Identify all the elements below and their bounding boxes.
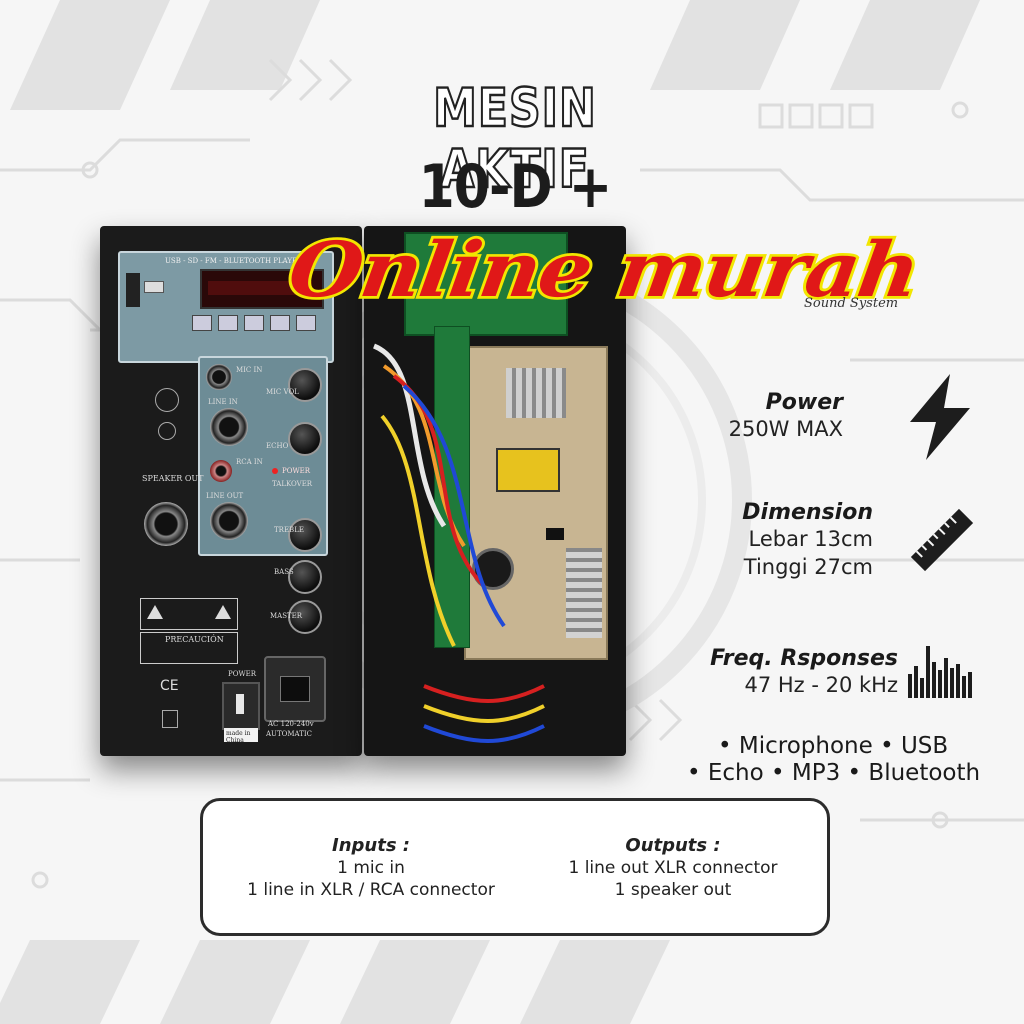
features-line2: • Echo • MP3 • Bluetooth xyxy=(687,760,981,786)
outputs-line1: 1 line out XLR connector xyxy=(568,858,778,878)
mp3-player-module: USB - SD - FM - BLUETOOTH PLAYER xyxy=(118,251,334,363)
next-button[interactable] xyxy=(296,315,316,331)
ruler-icon xyxy=(910,508,974,572)
sd-slot[interactable] xyxy=(126,273,140,307)
freq-spec: Freq. Rsponses 47 Hz - 20 kHz xyxy=(680,646,898,699)
amplifier-internal-board xyxy=(364,226,626,756)
warning-triangle-icon xyxy=(147,605,163,619)
treble-label: TREBLE xyxy=(274,526,304,534)
heatsink xyxy=(506,368,566,418)
inputs-line2: 1 line in XLR / RCA connector xyxy=(247,880,495,900)
speaker-out-jack[interactable] xyxy=(144,502,188,546)
rca-in-jack[interactable] xyxy=(210,460,232,482)
ic-chip xyxy=(546,528,564,540)
master-knob[interactable] xyxy=(288,600,322,634)
ce-mark: CE xyxy=(160,678,179,694)
power-led-label: POWER xyxy=(282,467,311,475)
power-switch-label: POWER xyxy=(228,670,257,678)
echo-icon xyxy=(158,422,176,440)
treble-knob[interactable] xyxy=(288,518,322,552)
outputs-column: Outputs : 1 line out XLR connector 1 spe… xyxy=(533,835,813,901)
talkover-label: TALKOVER xyxy=(272,480,313,488)
power-led xyxy=(272,468,278,474)
prev-button[interactable] xyxy=(218,315,238,331)
made-in-text: made in China xyxy=(226,730,251,744)
precaucion-label-box: PRECAUCIÓN xyxy=(140,632,238,664)
rca-in-label: RCA IN xyxy=(236,458,263,466)
dimension-heading: Dimension xyxy=(742,500,873,525)
microphone-icon xyxy=(155,388,179,412)
mic-in-jack[interactable] xyxy=(206,364,232,390)
amplifier-back-panel: USB - SD - FM - BLUETOOTH PLAYER MIC IN … xyxy=(100,226,362,756)
mic-vol-label: MIC VOL xyxy=(266,388,299,396)
bass-label: BASS xyxy=(274,568,294,576)
io-info-box: Inputs : 1 mic in 1 line in XLR / RCA co… xyxy=(200,798,830,936)
warning-triangle-icon-right xyxy=(215,605,231,619)
lightning-icon xyxy=(910,374,970,460)
automatic-label: AUTOMATIC xyxy=(266,730,312,738)
ac-voltage-label: AC 120-240v xyxy=(268,720,314,728)
ac-power-inlet[interactable] xyxy=(264,656,326,722)
freq-heading: Freq. Rsponses xyxy=(710,646,898,671)
title-line1: MESIN AKTIF xyxy=(432,77,597,202)
recycle-bin-icon xyxy=(162,710,178,728)
green-control-pcb xyxy=(404,232,568,336)
master-label: MASTER xyxy=(270,612,303,620)
features-line1: • Microphone • USB xyxy=(718,733,949,759)
play-button[interactable] xyxy=(244,315,264,331)
power-supply-pcb xyxy=(464,346,608,660)
line-out-label: LINE OUT xyxy=(206,492,244,500)
dimension-width: Lebar 13cm xyxy=(748,527,873,551)
repeat-button[interactable] xyxy=(270,315,290,331)
usb-port[interactable] xyxy=(144,281,164,293)
echo-label: ECHO xyxy=(266,442,289,450)
outputs-line2: 1 speaker out xyxy=(614,880,732,900)
dimension-height: Tinggi 27cm xyxy=(743,555,873,579)
transformer xyxy=(496,448,560,492)
power-heading: Power xyxy=(765,390,843,415)
warning-label xyxy=(140,598,238,630)
led-display xyxy=(200,269,324,309)
wiring xyxy=(372,343,545,743)
inputs-heading: Inputs : xyxy=(332,835,410,856)
power-switch[interactable] xyxy=(222,682,260,730)
echo-knob[interactable] xyxy=(288,422,322,456)
precaucion-text: PRECAUCIÓN xyxy=(165,635,224,644)
power-spec: Power 250W MAX xyxy=(680,390,843,443)
heatsink-fins xyxy=(566,548,602,638)
equalizer-icon xyxy=(908,646,972,698)
bass-knob[interactable] xyxy=(288,560,322,594)
dimension-spec: Dimension Lebar 13cm Tinggi 27cm xyxy=(680,500,873,581)
inputs-line1: 1 mic in xyxy=(337,858,405,878)
line-out-jack[interactable] xyxy=(210,502,248,540)
player-label: USB - SD - FM - BLUETOOTH PLAYER xyxy=(165,257,303,265)
mic-in-label: MIC IN xyxy=(236,366,263,374)
inputs-column: Inputs : 1 mic in 1 line in XLR / RCA co… xyxy=(231,835,511,901)
line-in-label: LINE IN xyxy=(208,398,238,406)
brand-subtitle: Sound System xyxy=(804,296,899,311)
line-in-jack[interactable] xyxy=(210,408,248,446)
mode-button[interactable] xyxy=(192,315,212,331)
power-value: 250W MAX xyxy=(728,417,843,441)
freq-value: 47 Hz - 20 kHz xyxy=(744,673,898,697)
outputs-heading: Outputs : xyxy=(625,835,721,856)
speaker-out-label: SPEAKER OUT xyxy=(142,474,204,483)
mic-vol-knob[interactable] xyxy=(288,368,322,402)
made-in-sticker: made in China xyxy=(224,728,258,744)
